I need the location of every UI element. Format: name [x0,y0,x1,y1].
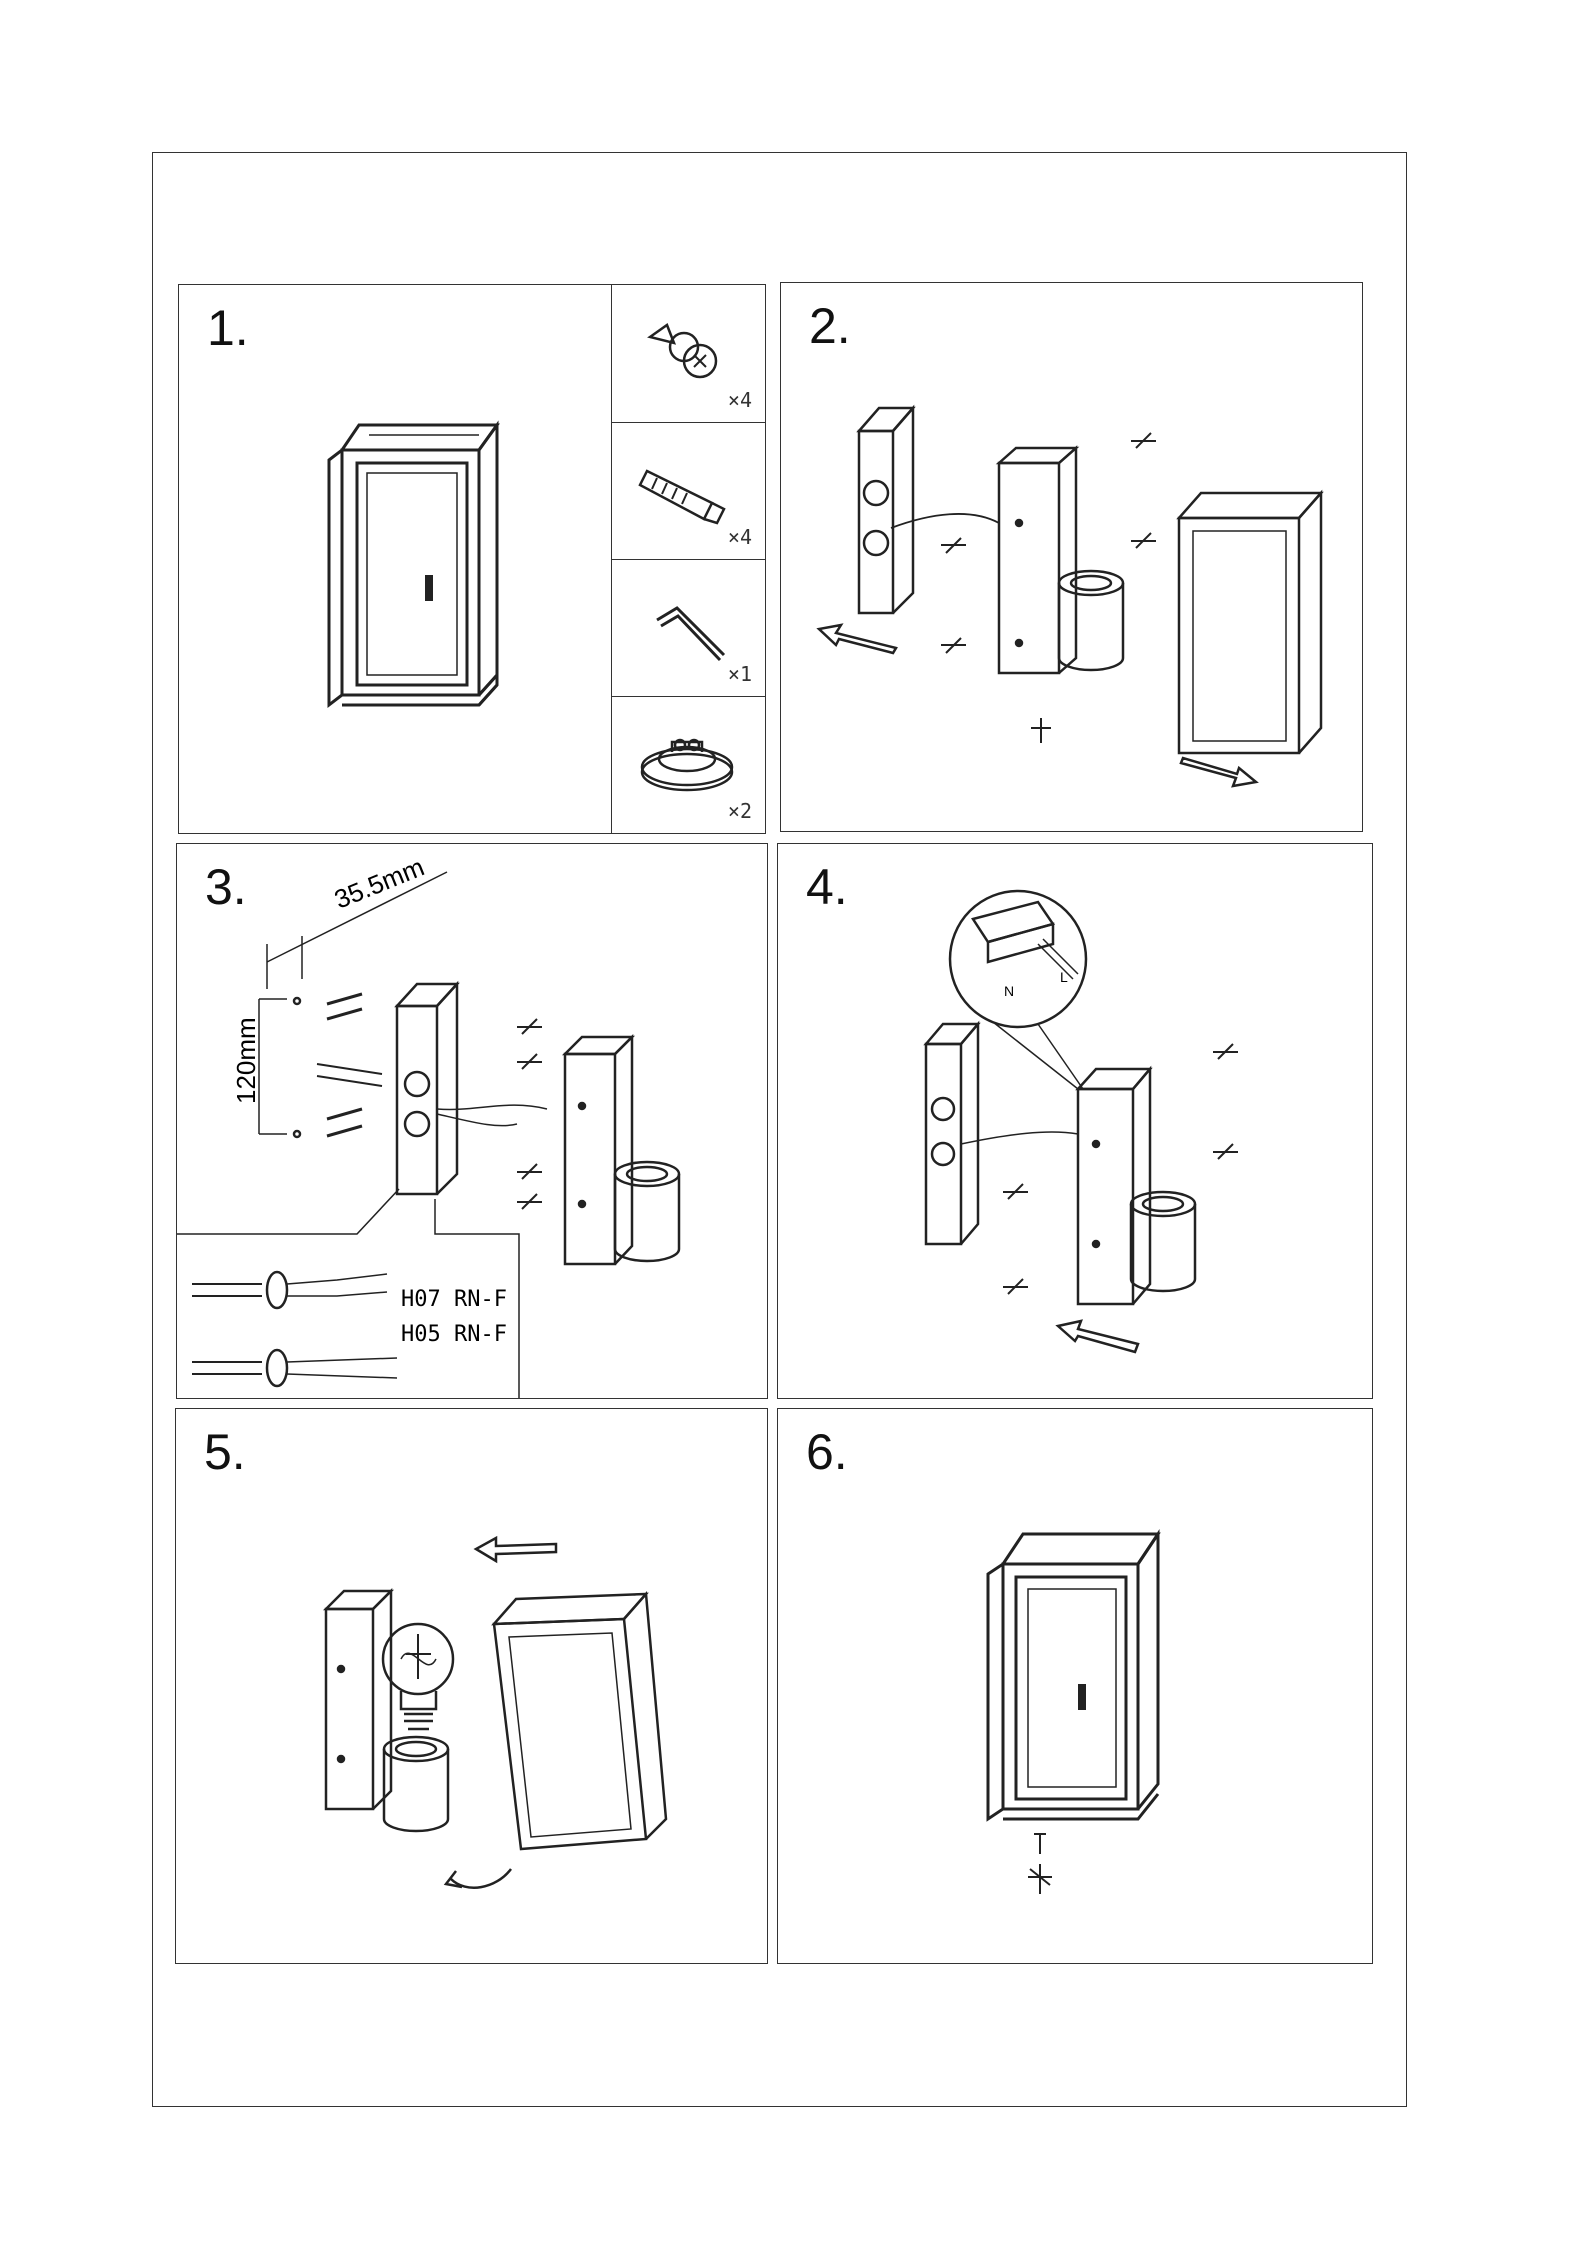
parts-item: ×4 [612,285,766,422]
bulb-install-diagram [176,1409,766,1963]
step-1-panel: 1. ×4 [178,284,766,834]
part-qty: ×1 [728,662,752,686]
step-5-panel: 5. [175,1408,768,1964]
lamp-assembled-icon [179,285,609,833]
lamp-final-assembled-icon [778,1409,1372,1963]
part-qty: ×4 [728,388,752,412]
part-qty: ×4 [728,525,752,549]
cable-type-label-2: H05 RN-F [401,1322,507,1347]
parts-list: ×4 ×4 ×1 [611,285,765,833]
step-6-panel: 6. [777,1408,1373,1964]
terminal-l-label: L [1060,969,1068,985]
part-qty: ×2 [728,799,752,823]
disassembly-diagram [781,283,1361,831]
parts-item: ×2 [612,696,766,833]
step-3-panel: 3. [176,843,768,1399]
step-4-panel: 4. [777,843,1373,1399]
parts-item: ×1 [612,559,766,696]
wall-mounting-diagram: 35.5mm 120mm H07 RN-F H05 RN-F [177,844,767,1398]
cable-type-label-1: H07 RN-F [401,1287,507,1312]
wiring-diagram: N L [778,844,1372,1398]
parts-item: ×4 [612,422,766,559]
step-2-panel: 2. [780,282,1363,832]
terminal-n-label: N [1004,983,1014,999]
dimension-vertical: 120mm [231,1017,261,1104]
